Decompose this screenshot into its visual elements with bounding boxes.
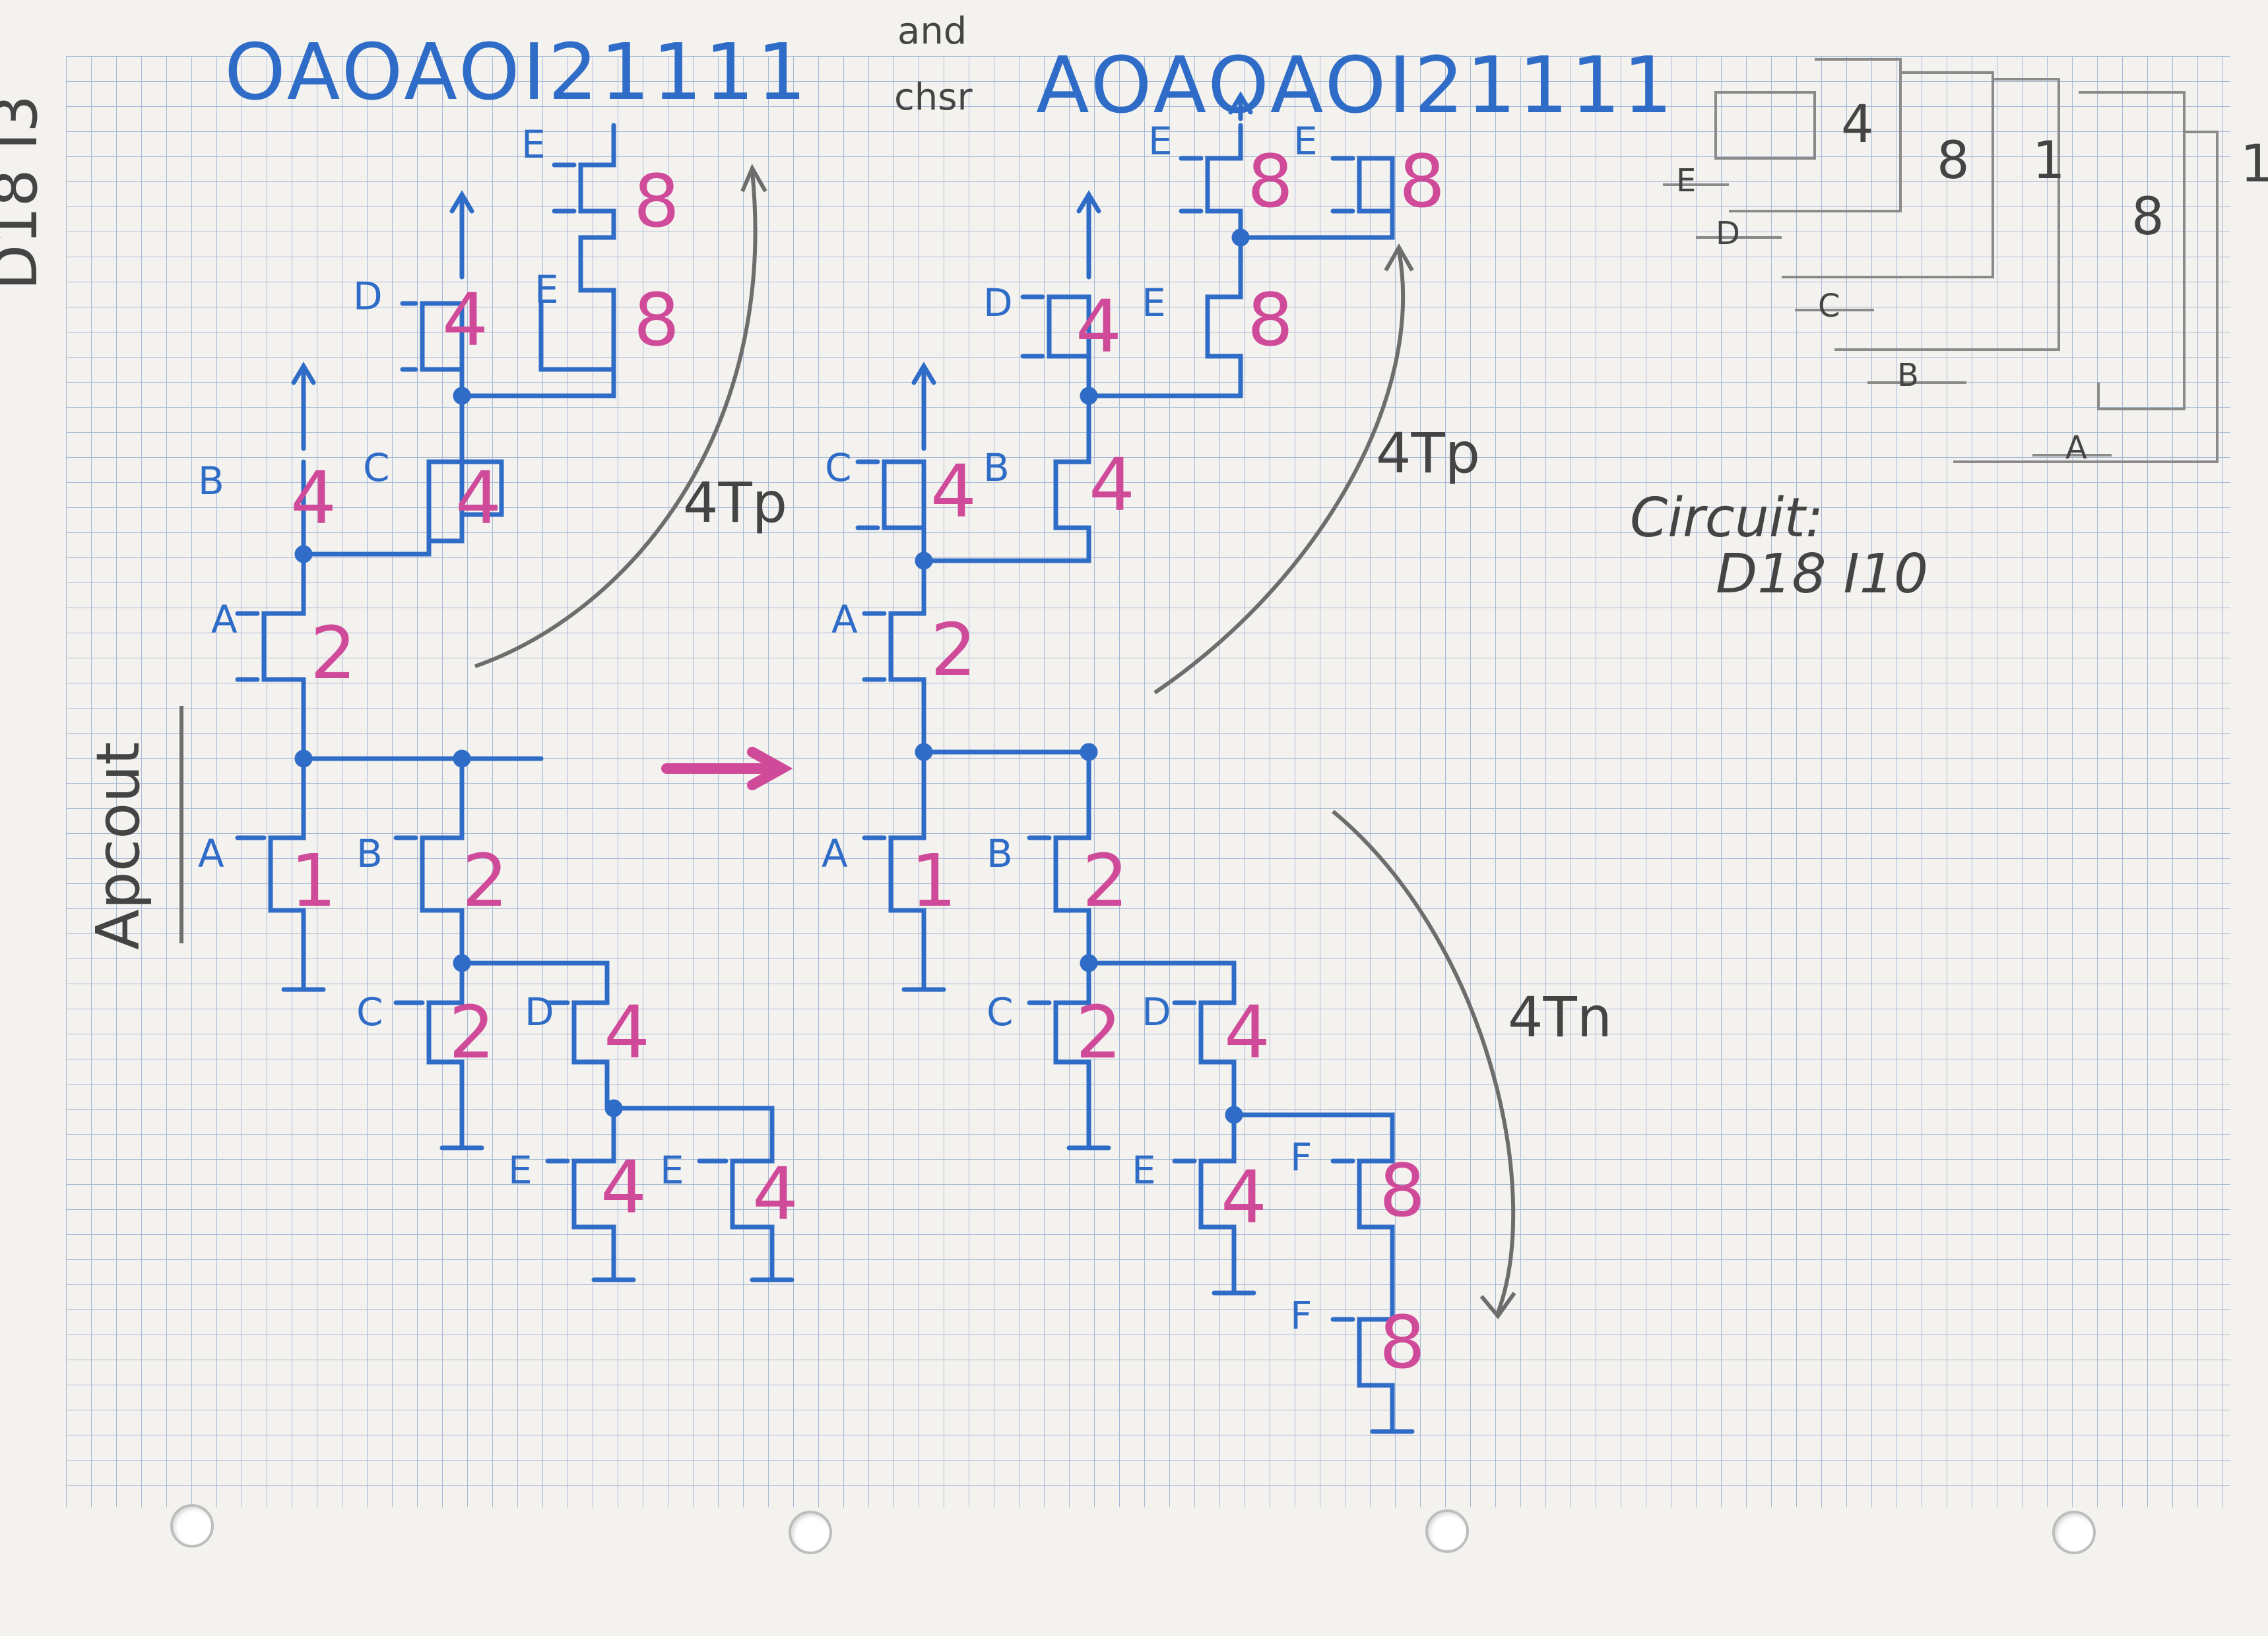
pencil-curves	[179, 164, 1516, 1319]
right-input-9: B	[987, 831, 1013, 876]
left-input-10: D	[525, 990, 554, 1034]
and-label: and	[897, 10, 967, 53]
right-pulldown-size-5: 4	[1221, 1155, 1267, 1240]
sketch-letter-c: C	[1818, 288, 1840, 325]
left-pullup-size-3: 4	[442, 278, 488, 362]
left-input-5: B	[198, 458, 224, 503]
left-input-9: C	[356, 990, 383, 1034]
right-tp-label: 4Tp	[1376, 421, 1481, 486]
right-input-14: F	[1290, 1293, 1312, 1338]
left-input-6: A	[211, 597, 238, 642]
apcout-label: Apcout	[84, 741, 153, 950]
left-cell-title: OAOAOI21111	[224, 26, 809, 117]
right-input-1: E	[1148, 119, 1173, 164]
left-input-7: A	[198, 831, 224, 876]
sketch-letter-b: B	[1897, 357, 1919, 394]
grid-area	[66, 56, 2230, 1507]
right-pullup-size-2: 8	[1399, 139, 1445, 224]
left-pulldown-size-3: 2	[449, 990, 495, 1075]
punch-hole-4	[2052, 1511, 2096, 1554]
right-pullup-size-6: 4	[930, 449, 977, 534]
left-input-4: C	[363, 445, 390, 490]
left-pullup-size-6: 2	[310, 611, 356, 695]
right-input-13: F	[1290, 1135, 1312, 1180]
transform-arrow	[661, 747, 793, 790]
sketch-letter-e: E	[1676, 162, 1697, 199]
rotated-side-label: D18 I3	[0, 94, 51, 290]
punch-hole-1	[170, 1504, 214, 1548]
right-input-5: C	[825, 445, 852, 490]
right-pullup-size-5: 4	[1089, 443, 1135, 527]
topright-sketch-boxes	[1663, 58, 2219, 463]
right-pullup-size-3: 8	[1247, 278, 1293, 362]
right-input-7: A	[831, 597, 858, 642]
right-pulldown-size-7: 8	[1379, 1300, 1425, 1385]
left-input-2: E	[535, 267, 559, 312]
right-pullup-size-1: 8	[1247, 139, 1293, 224]
right-pulldown-size-1: 1	[911, 838, 957, 923]
right-input-2: E	[1293, 119, 1318, 164]
left-tp-label: 4Tp	[683, 470, 788, 535]
left-pullup-size-2: 8	[633, 278, 680, 362]
tn-label: 4Tn	[1508, 985, 1612, 1050]
left-input-3: D	[353, 274, 383, 319]
circuit-note-line1: Circuit:	[1630, 487, 1824, 550]
sketch-letter-a: A	[2065, 429, 2087, 466]
left-pulldown-size-5: 4	[600, 1145, 647, 1230]
punch-hole-3	[1425, 1509, 1469, 1553]
right-input-11: D	[1142, 990, 1171, 1034]
left-pulldown-size-4: 4	[604, 990, 650, 1075]
left-pullup-size-1: 8	[633, 159, 680, 243]
left-pullup-size-5: 4	[290, 456, 337, 540]
punch-hole-2	[789, 1511, 832, 1554]
sketch-number-2: 8	[1937, 131, 1970, 191]
sketch-number-1: 4	[1841, 95, 1874, 154]
left-input-1: E	[521, 122, 546, 167]
right-pulldown-size-4: 4	[1224, 990, 1270, 1075]
sketch-number-4: 8	[2131, 187, 2164, 247]
left-pullup-size-4: 4	[455, 456, 502, 540]
right-pulldown-size-6: 8	[1379, 1148, 1425, 1233]
right-input-3: D	[983, 280, 1013, 325]
right-cell-title: AOAOAOI21111	[1036, 40, 1675, 131]
right-pulldown-size-3: 2	[1076, 990, 1122, 1075]
chsr-label: chsr	[894, 76, 973, 119]
left-input-12: E	[660, 1148, 684, 1193]
right-pulldown-size-2: 2	[1082, 838, 1128, 923]
right-transistor-network	[855, 91, 1415, 1434]
right-pullup-size-4: 4	[1076, 284, 1122, 369]
sketch-number-3: 1	[2032, 131, 2065, 191]
circuit-note-line2: D18 I10	[1716, 543, 1929, 606]
sketch-letter-d: D	[1716, 215, 1740, 252]
right-input-12: E	[1132, 1148, 1156, 1193]
left-pulldown-size-1: 1	[290, 838, 337, 923]
right-input-4: E	[1142, 280, 1166, 325]
right-input-8: A	[822, 831, 848, 876]
sketch-number-5: 1	[2240, 135, 2268, 194]
right-input-6: B	[983, 445, 1010, 490]
left-input-11: E	[508, 1148, 533, 1193]
left-pulldown-size-6: 4	[752, 1152, 798, 1236]
right-pullup-size-7: 2	[930, 608, 977, 692]
right-input-10: C	[987, 990, 1014, 1034]
left-transistor-network	[235, 123, 794, 1282]
left-input-8: B	[356, 831, 383, 876]
left-pulldown-size-2: 2	[462, 838, 508, 923]
